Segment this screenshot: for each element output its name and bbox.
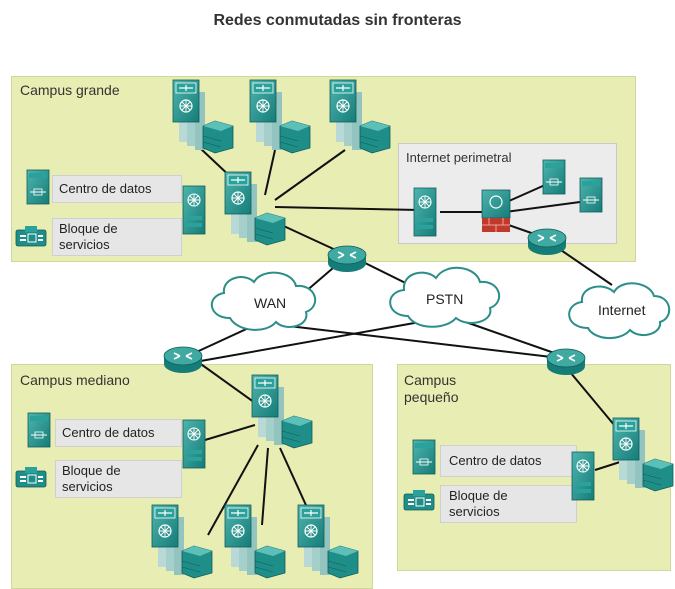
medium-services-line1: Bloque de xyxy=(62,463,121,478)
link-core-wanrouter xyxy=(274,221,341,253)
medium-services-line2: servicios xyxy=(62,479,113,494)
small-services-line2: servicios xyxy=(449,504,500,519)
cloud-pstn-label: PSTN xyxy=(426,291,463,307)
firewall-icon xyxy=(481,189,511,232)
campus-large-label: Campus grande xyxy=(20,82,120,98)
medium-services-box: Bloque de servicios xyxy=(55,460,182,498)
medium-access-switch-3-icon xyxy=(297,504,359,579)
link-smallaccess-core xyxy=(594,461,621,471)
link-wan-smallrouter xyxy=(279,324,561,359)
large-services-phone-icon xyxy=(15,225,47,247)
cloud-wan: WAN xyxy=(211,271,317,331)
cloud-pstn: PSTN xyxy=(389,266,501,328)
internet-router-icon xyxy=(527,228,567,256)
small-distribution-switch-icon xyxy=(571,451,595,501)
cloud-wan-label: WAN xyxy=(254,295,286,311)
medium-access-switch-1-icon xyxy=(151,504,213,579)
medium-datacenter-server-icon xyxy=(27,412,51,448)
small-router-icon xyxy=(546,348,586,376)
medium-services-label: Bloque de servicios xyxy=(62,463,121,495)
link-medrouter-core xyxy=(197,361,259,406)
link-core-access3 xyxy=(274,149,346,201)
link-core-access2 xyxy=(264,149,276,196)
link-pstn-medrouter xyxy=(194,321,421,363)
edge-switch-icon xyxy=(413,187,437,237)
link-core-med1 xyxy=(207,444,259,536)
medium-router-icon xyxy=(163,346,203,374)
edge-server-2-icon xyxy=(579,177,603,213)
large-services-line2: servicios xyxy=(59,237,110,252)
wan-router-icon xyxy=(327,245,367,273)
link-core-edge xyxy=(274,206,421,211)
medium-datacenter-box: Centro de datos xyxy=(55,419,182,447)
large-access-switch-2-icon xyxy=(249,79,311,154)
small-core-switch-icon xyxy=(612,417,674,492)
network-links xyxy=(189,147,621,536)
large-datacenter-box: Centro de datos xyxy=(52,175,182,203)
large-datacenter-label: Centro de datos xyxy=(59,181,152,196)
small-services-line1: Bloque de xyxy=(449,488,508,503)
link-wan-medrouter xyxy=(189,324,256,356)
large-distribution-switch-icon xyxy=(182,185,206,235)
campus-small-label-line2: pequeño xyxy=(404,389,459,405)
link-pstn-smallrouter xyxy=(459,319,561,356)
medium-core-switch-icon xyxy=(251,374,313,449)
medium-services-phone-icon xyxy=(15,466,47,488)
link-smallrouter-core xyxy=(569,371,621,433)
medium-distribution-switch-icon xyxy=(182,419,206,469)
small-services-label: Bloque de servicios xyxy=(449,488,508,520)
link-medaccess-core xyxy=(204,424,256,441)
link-core-med2 xyxy=(261,447,269,526)
internet-edge-label: Internet perimetral xyxy=(406,150,512,165)
campus-medium-label: Campus mediano xyxy=(20,372,130,388)
large-core-switch-icon xyxy=(224,171,286,246)
edge-server-1-icon xyxy=(542,159,566,195)
medium-datacenter-label: Centro de datos xyxy=(62,425,155,440)
link-firewall-server2 xyxy=(504,201,581,213)
large-access-switch-1-icon xyxy=(172,79,234,154)
large-services-line1: Bloque de xyxy=(59,221,118,236)
cloud-internet-label: Internet xyxy=(598,302,646,318)
campus-small-label-line1: Campus xyxy=(404,372,457,388)
link-router-internet xyxy=(554,245,613,286)
large-datacenter-server-icon xyxy=(26,169,50,205)
medium-access-switch-2-icon xyxy=(224,504,286,579)
cloud-internet: Internet xyxy=(568,282,670,339)
small-datacenter-box: Centro de datos xyxy=(440,445,577,477)
large-services-label: Bloque de servicios xyxy=(59,221,118,253)
small-datacenter-server-icon xyxy=(412,439,436,475)
large-services-box: Bloque de servicios xyxy=(52,218,182,256)
small-services-phone-icon xyxy=(403,489,435,511)
campus-small-label: Campus pequeño xyxy=(404,372,459,406)
small-datacenter-label: Centro de datos xyxy=(449,453,542,468)
large-access-switch-3-icon xyxy=(329,79,391,154)
diagram-title: Redes conmutadas sin fronteras xyxy=(213,12,462,29)
small-services-box: Bloque de servicios xyxy=(440,485,577,523)
